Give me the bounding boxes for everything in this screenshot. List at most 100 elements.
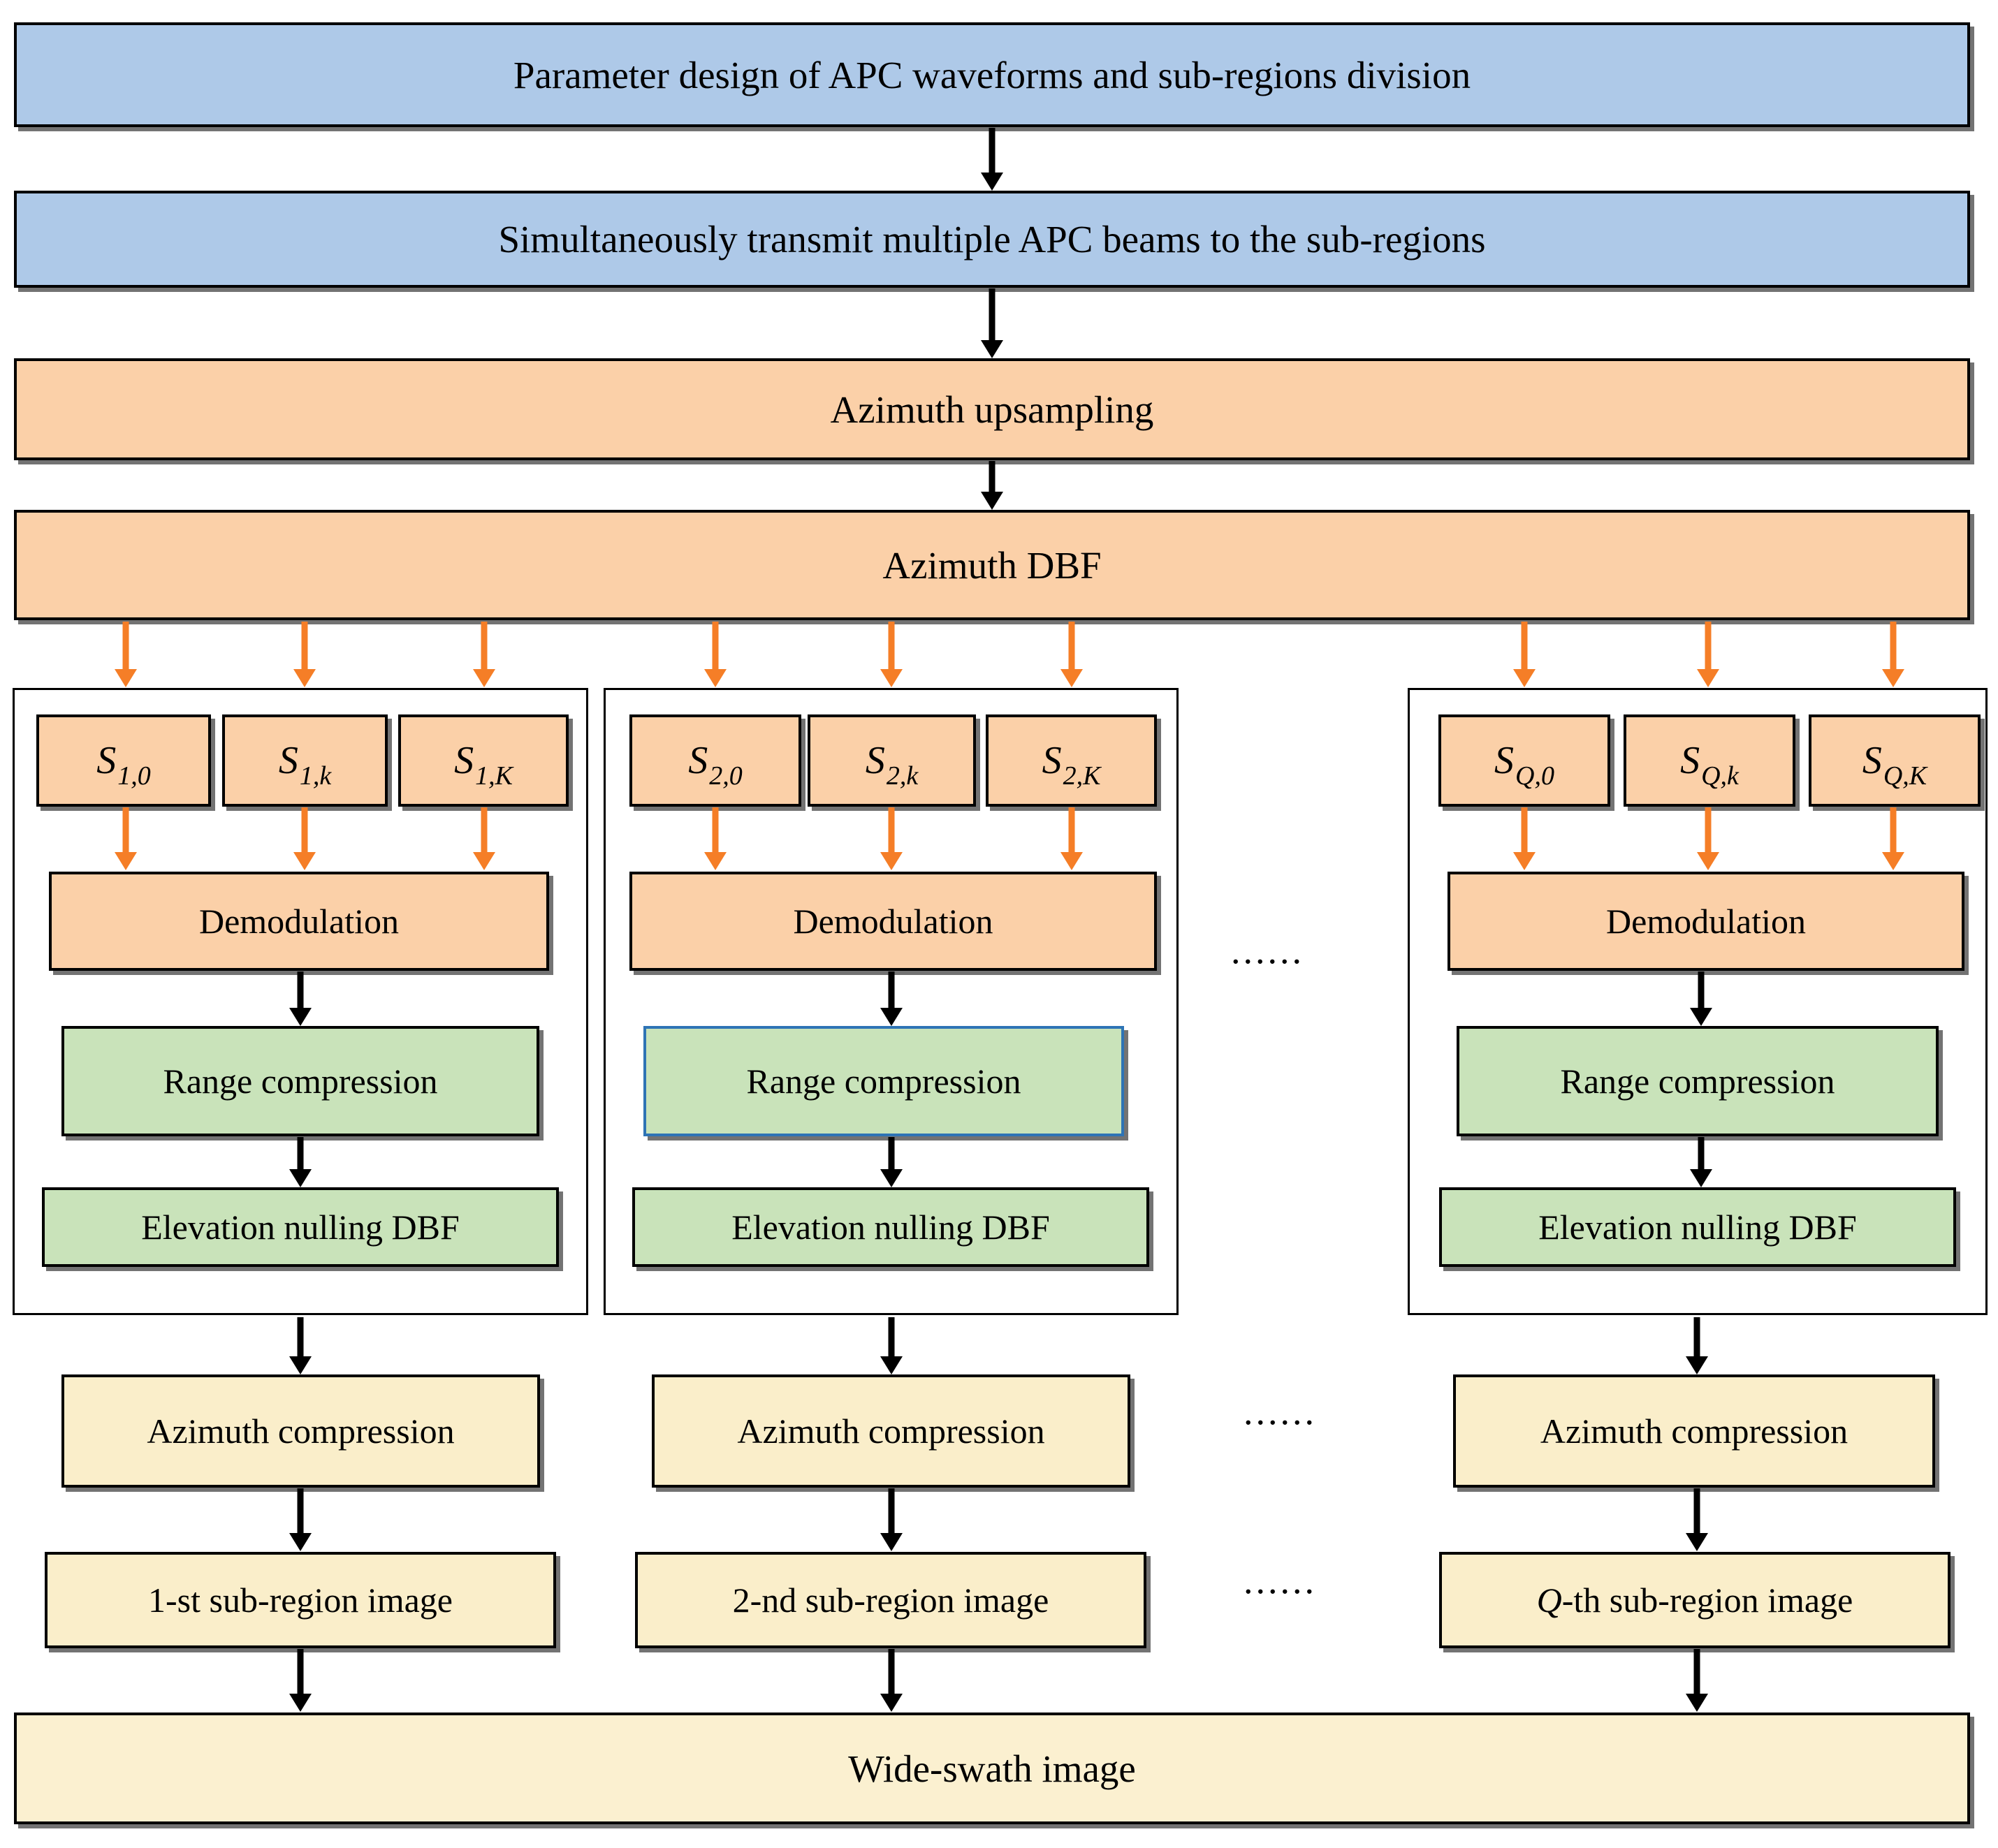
node-demodulation-label: Demodulation — [198, 902, 400, 941]
signal-label: S — [96, 739, 117, 782]
flow-arrow-down — [880, 1488, 903, 1551]
node-elevation-nulling-dbf-q: Elevation nulling DBF — [1439, 1187, 1956, 1267]
flow-arrow-down — [1690, 1137, 1712, 1187]
node-subregion-image-label: -th sub-region image — [1561, 1581, 1853, 1620]
flow-arrow-down — [880, 1649, 903, 1712]
node-elevation-nulling-dbf-label: Elevation nulling DBF — [141, 1208, 460, 1247]
flow-arrow-down — [289, 1649, 312, 1712]
flow-arrow-down — [1686, 1317, 1708, 1374]
signal-label: S — [454, 739, 474, 782]
signal-arrow — [880, 807, 903, 870]
signal-box-s1-K: S1,K — [398, 714, 569, 807]
node-elevation-nulling-dbf-label: Elevation nulling DBF — [1538, 1208, 1857, 1247]
node-elevation-nulling-dbf-label: Elevation nulling DBF — [731, 1208, 1050, 1247]
signal-arrow — [1882, 807, 1904, 870]
signal-box-s1-k: S1,k — [222, 714, 388, 807]
node-subregion-image-label: -nd sub-region image — [750, 1581, 1049, 1620]
flow-arrow-down — [880, 1137, 903, 1187]
dbf-channel-arrow — [1882, 622, 1904, 687]
dbf-channel-arrow — [1513, 622, 1536, 687]
node-transmit-beams: Simultaneously transmit multiple APC bea… — [14, 191, 1970, 288]
signal-label: S — [278, 739, 298, 782]
node-azimuth-upsampling: Azimuth upsampling — [14, 358, 1970, 460]
node-transmit-beams-label: Simultaneously transmit multiple APC bea… — [498, 218, 1486, 261]
dbf-channel-arrow — [1060, 622, 1083, 687]
signal-arrow — [115, 807, 137, 870]
node-demodulation-1: Demodulation — [49, 872, 549, 971]
dbf-channel-arrow — [115, 622, 137, 687]
node-azimuth-compression-label: Azimuth compression — [1540, 1411, 1848, 1451]
node-range-compression-label: Range compression — [746, 1062, 1021, 1101]
subregion-index: Q — [1536, 1581, 1562, 1620]
ellipsis-dots: ...... — [1244, 1391, 1317, 1432]
node-elevation-nulling-dbf-2: Elevation nulling DBF — [632, 1187, 1149, 1267]
flow-arrow-down — [1690, 971, 1712, 1026]
flow-arrow-down — [981, 461, 1003, 510]
signal-arrow — [1060, 807, 1083, 870]
flow-arrow-down — [981, 288, 1003, 358]
node-azimuth-dbf-label: Azimuth DBF — [882, 543, 1102, 587]
node-demodulation-label: Demodulation — [793, 902, 993, 941]
node-range-compression-label: Range compression — [163, 1062, 438, 1101]
node-range-compression-label: Range compression — [1560, 1062, 1835, 1101]
node-wide-swath-image-label: Wide-swath image — [848, 1747, 1136, 1790]
signal-box-s2-k: S2,k — [808, 714, 976, 807]
flow-arrow-down — [289, 1317, 312, 1374]
node-range-compression-q: Range compression — [1457, 1026, 1939, 1136]
node-subregion-image-2: 2-nd sub-region image — [635, 1552, 1146, 1648]
node-azimuth-dbf: Azimuth DBF — [14, 510, 1970, 620]
flow-arrow-down — [880, 971, 903, 1026]
node-subregion-image-q: Q-th sub-region image — [1439, 1552, 1950, 1648]
signal-label: S — [865, 739, 885, 782]
signal-box-s2-0: S2,0 — [629, 714, 801, 807]
node-wide-swath-image: Wide-swath image — [14, 1713, 1970, 1824]
node-azimuth-upsampling-label: Azimuth upsampling — [830, 388, 1154, 431]
dbf-channel-arrow — [704, 622, 727, 687]
node-demodulation-2: Demodulation — [629, 872, 1157, 971]
subregion-index: 1 — [147, 1581, 166, 1620]
node-subregion-image-1: 1-st sub-region image — [45, 1552, 556, 1648]
flow-arrow-down — [1686, 1649, 1708, 1712]
flow-arrow-down — [289, 1137, 312, 1187]
node-demodulation-label: Demodulation — [1605, 902, 1807, 941]
signal-box-s1-0: S1,0 — [36, 714, 211, 807]
signal-label: S — [1680, 739, 1700, 782]
flow-arrow-down — [1686, 1488, 1708, 1551]
signal-arrow — [293, 807, 316, 870]
dbf-channel-arrow — [473, 622, 495, 687]
signal-box-sq-0: SQ,0 — [1438, 714, 1610, 807]
node-azimuth-compression-1: Azimuth compression — [61, 1374, 540, 1488]
signal-box-s2-K: S2,K — [986, 714, 1157, 807]
signal-arrow — [1513, 807, 1536, 870]
signal-label: S — [1862, 739, 1882, 782]
node-elevation-nulling-dbf-1: Elevation nulling DBF — [42, 1187, 559, 1267]
signal-arrow — [473, 807, 495, 870]
node-parameter-design-label: Parameter design of APC waveforms and su… — [513, 53, 1471, 96]
ellipsis-dots: ...... — [1244, 1560, 1317, 1601]
node-range-compression-2-highlighted: Range compression — [643, 1026, 1124, 1136]
ellipsis-dots: ...... — [1231, 930, 1304, 971]
dbf-channel-arrow — [293, 622, 316, 687]
node-subregion-image-label: -st sub-region image — [165, 1581, 453, 1620]
subregion-index: 2 — [732, 1581, 750, 1620]
flow-arrow-down — [981, 128, 1003, 191]
signal-box-sq-k: SQ,k — [1624, 714, 1795, 807]
node-parameter-design: Parameter design of APC waveforms and su… — [14, 22, 1970, 127]
dbf-channel-arrow — [880, 622, 903, 687]
signal-label: S — [1042, 739, 1062, 782]
node-azimuth-compression-label: Azimuth compression — [737, 1411, 1045, 1451]
node-azimuth-compression-2: Azimuth compression — [652, 1374, 1130, 1488]
signal-label: S — [688, 739, 708, 782]
signal-arrow — [704, 807, 727, 870]
flow-arrow-down — [289, 971, 312, 1026]
dbf-channel-arrow — [1697, 622, 1719, 687]
signal-label: S — [1494, 739, 1515, 782]
node-azimuth-compression-label: Azimuth compression — [147, 1411, 455, 1451]
signal-box-sq-K: SQ,K — [1809, 714, 1981, 807]
signal-arrow — [1697, 807, 1719, 870]
node-azimuth-compression-q: Azimuth compression — [1453, 1374, 1935, 1488]
flow-arrow-down — [880, 1317, 903, 1374]
node-demodulation-q: Demodulation — [1448, 872, 1964, 971]
flow-arrow-down — [289, 1488, 312, 1551]
node-range-compression-1: Range compression — [61, 1026, 539, 1136]
